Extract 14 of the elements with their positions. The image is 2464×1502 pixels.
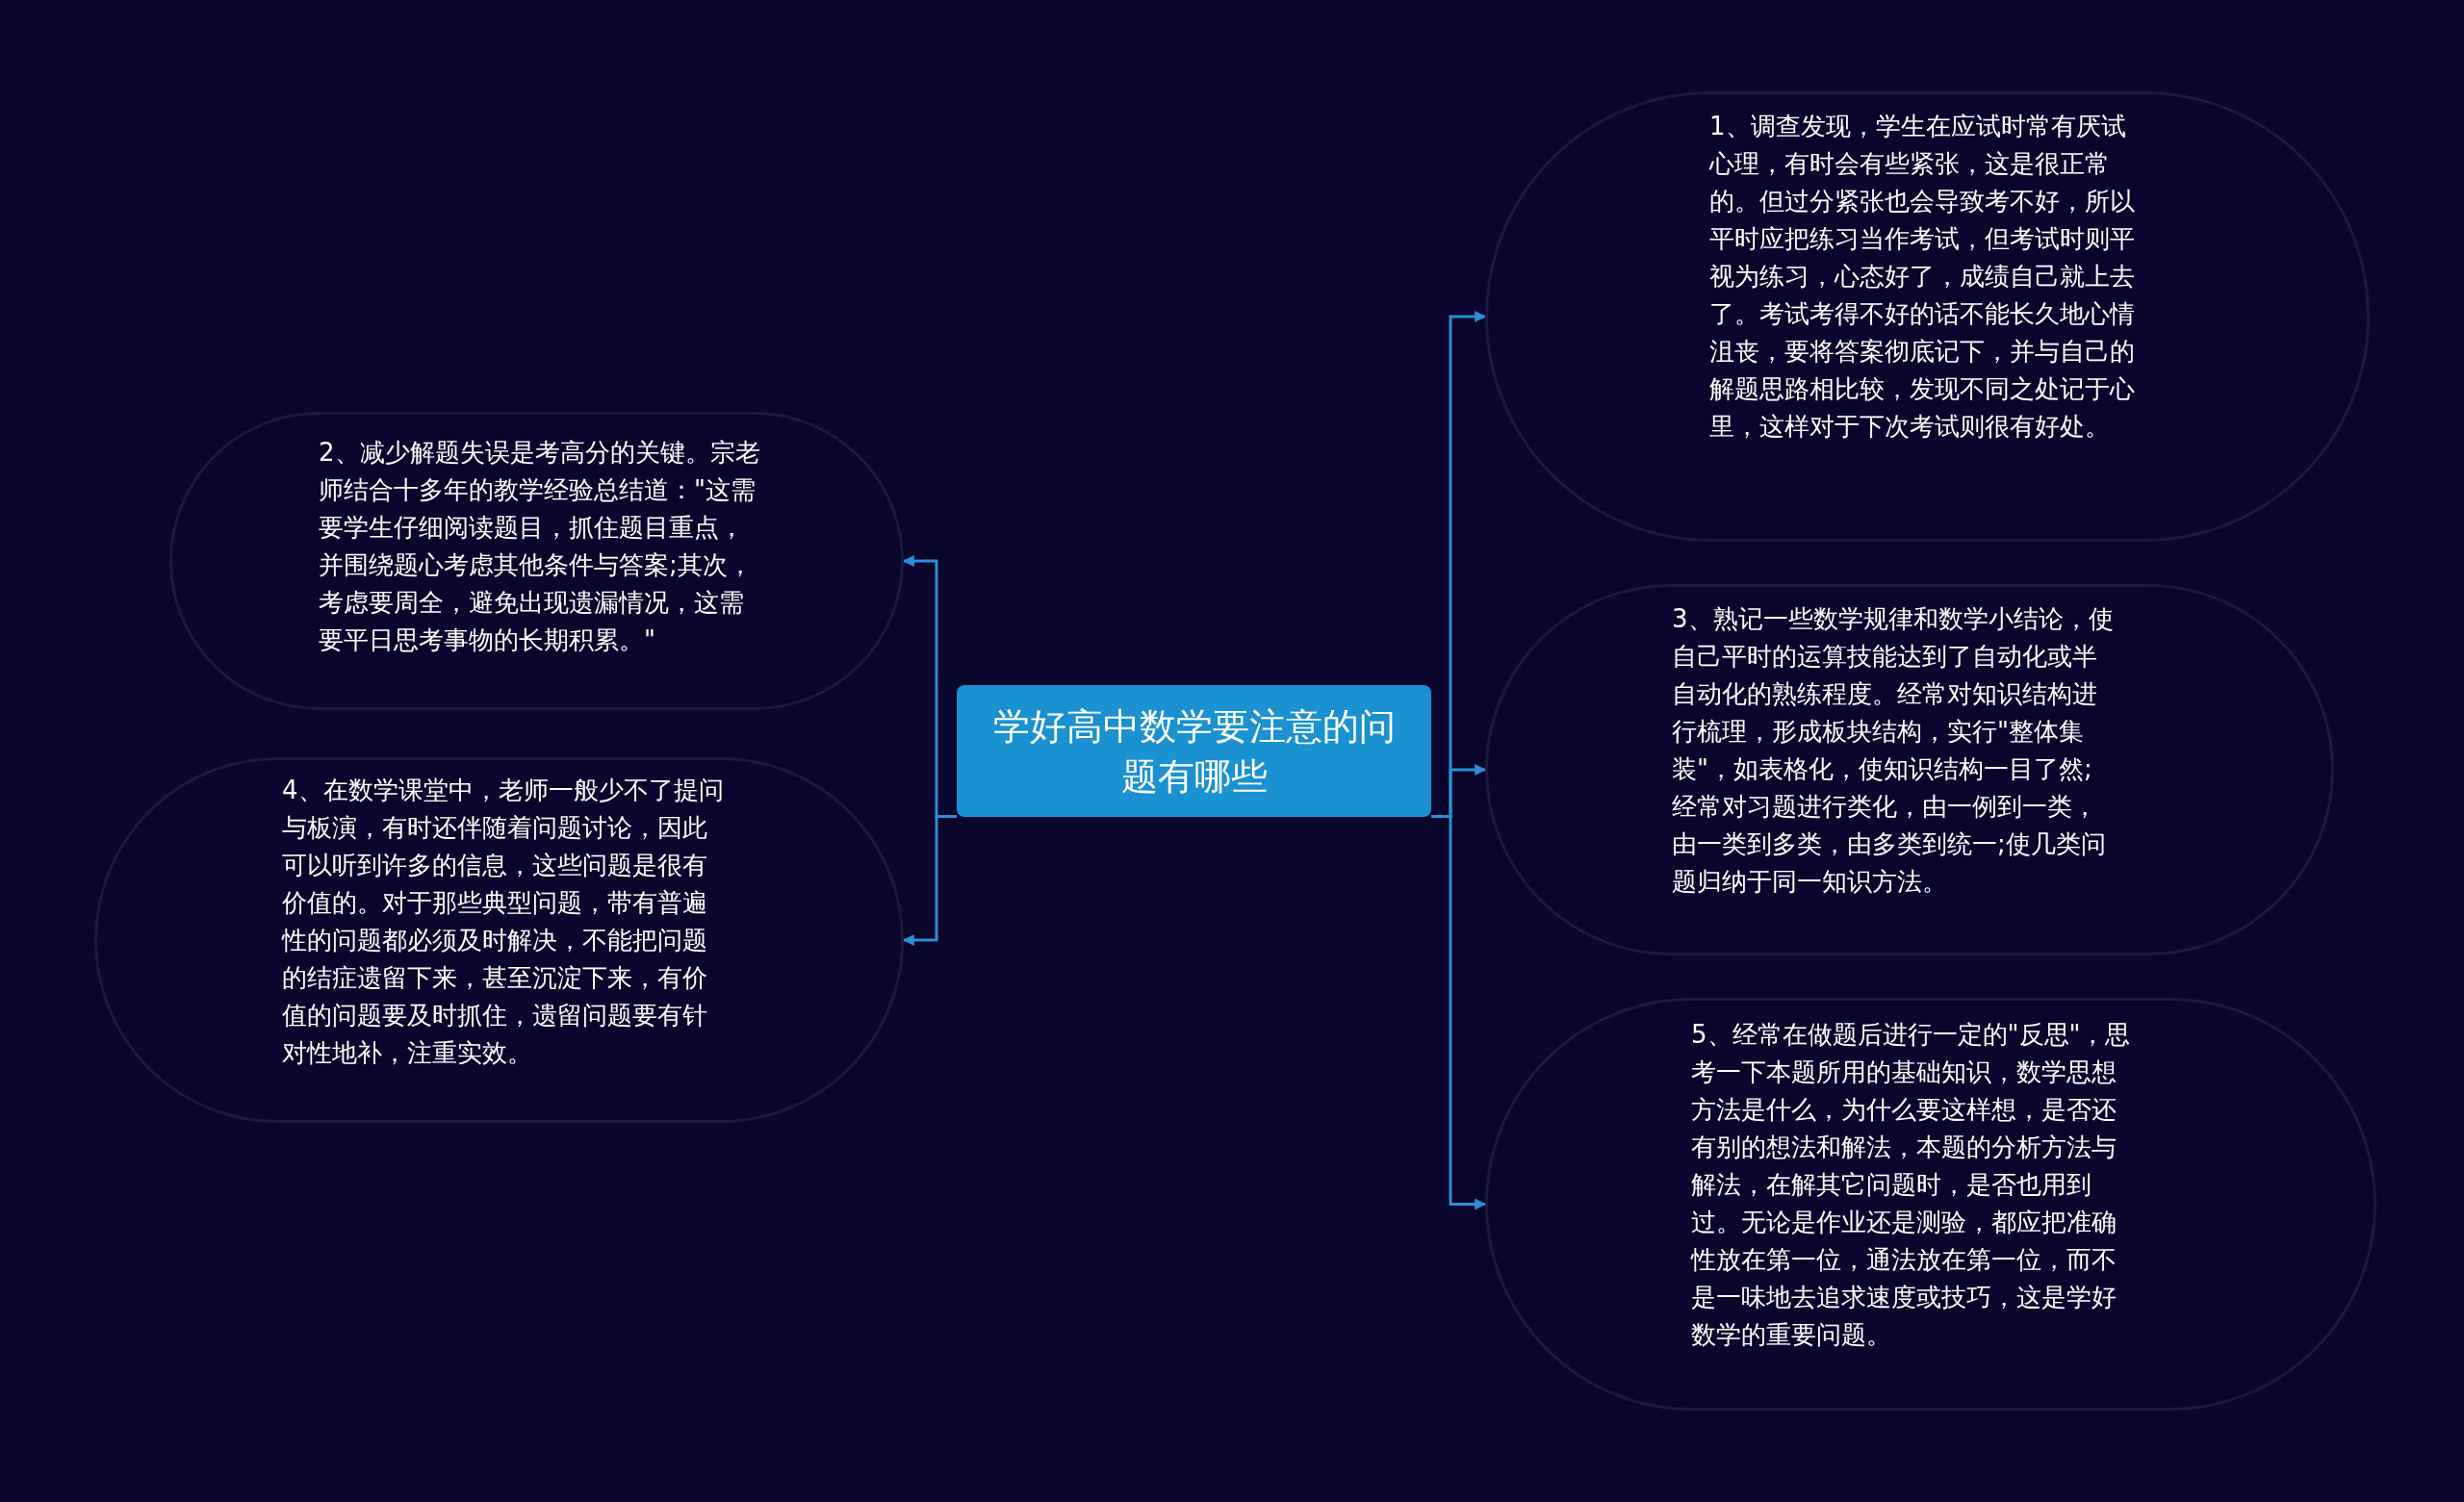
node-text: 4、在数学课堂中，老师一般少不了提问与板演，有时还伴随着问题讨论，因此可以听到许多的信息，这些问题是很有价值的。对于那些典型问题，带有普遍性的问题都必须及时解决，不能把问题的结症遗留下来，甚至沉淀下来，有价值的问题要及时抓住，遗留问题要有针对性地补，注重实效。 [282,775,725,1069]
rounded-node [1485,91,2370,542]
topic-box [957,685,1431,817]
rounded-node [1485,998,2376,1411]
rounded-node [94,757,904,1123]
node-text: 1、调查发现，学生在应试时常有厌试心理，有时会有些紧张，这是很正常的。但过分紧张也会导致考不好，所以平时应把练习当作考试，但考试时则平视为练习，心态好了，成绩自己就上去了。考试考得不好的话不能长久地心情沮丧，要将答案彻底记下，并与自己的解题思路相比较，发现不同之处记于心里，这样对于下次考试则很有好处。 [1709,111,2136,443]
rounded-node [169,412,904,710]
node-text: 3、熟记一些数学规律和数学小结论，使自己平时的运算技能达到了自动化或半自动化的熟练程度。经常对知识结构进行梳理，形成板块结构，实行"整体集装"，如表格化，使知识结构一目了然;经常对习题进行类化，由一例到一类，由一类到多类，由多类到统一;使几类问题归纳于同一知识方法。 [1672,603,2115,898]
rounded-node [1485,584,2334,955]
node-text: 2、减少解题失误是考高分的关键。宗老师结合十多年的教学经验总结道："这需要学生仔细阅读题目，抓住题目重点，并围绕题心考虑其他条件与答案;其次，考虑要周全，避免出现遗漏情况，这需要平日思考事物的长期积累。" [319,437,761,656]
connector-arrow [902,815,957,946]
topic-text: 学好高中数学要注意的问题有哪些 [991,703,1397,800]
connector-arrow [1431,815,1487,1210]
node-text: 5、经常在做题后进行一定的"反思"，思考一下本题所用的基础知识，数学思想方法是什么，为什么要这样想，是否还有别的想法和解法，本题的分析方法与解法，在解其它问题时，是否也用到过。无论是作业还是测验，都应把准确性放在第一位，通法放在第一位，而不是一味地去追求速度或技巧，这是学好数学的重要问题。 [1691,1019,2132,1351]
